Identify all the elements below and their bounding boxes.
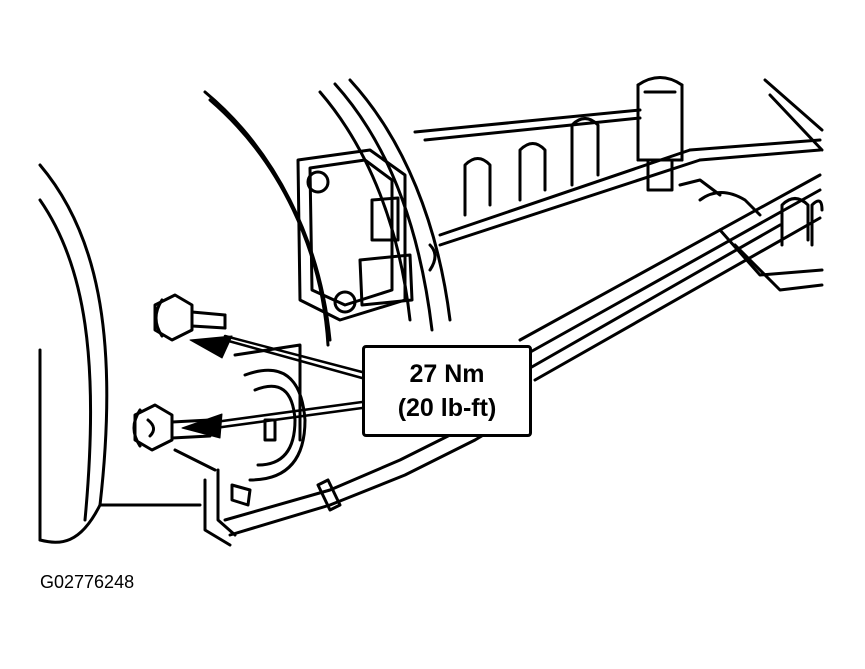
- torque-callout: 27 Nm (20 lb-ft): [362, 345, 532, 437]
- brake-lines: [518, 173, 824, 382]
- leader-arrows: [181, 334, 364, 439]
- mount-bracket: [296, 148, 437, 322]
- torque-metric-label: 27 Nm: [409, 360, 485, 388]
- figure-id: G02776248: [40, 572, 135, 592]
- torque-imperial-label: (20 lb-ft): [397, 394, 497, 422]
- upper-bolt: [153, 293, 227, 342]
- housing-ribs: [463, 117, 824, 247]
- lower-bolt: [132, 403, 217, 472]
- wheel-outline: [38, 163, 202, 544]
- sensor-cylinder: [636, 76, 684, 192]
- backing-plate-outline: [203, 78, 452, 347]
- caliper-assembly: [203, 343, 307, 547]
- axle-housing: [413, 78, 824, 247]
